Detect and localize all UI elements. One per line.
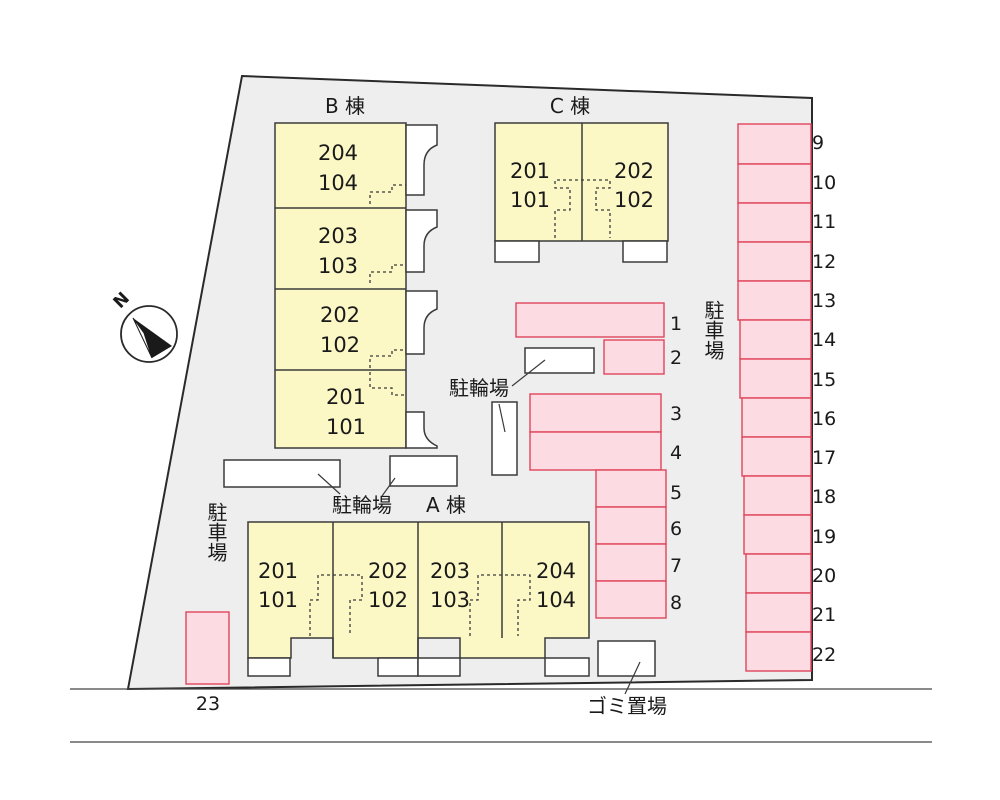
a-unit-3-upper: 203	[430, 559, 470, 583]
building-b-label: B 棟	[325, 94, 365, 118]
parking-number-15: 15	[812, 369, 836, 391]
parking-space-21	[745, 592, 812, 633]
a-unit-1-upper: 201	[258, 559, 298, 583]
parking-number-18: 18	[812, 486, 836, 508]
parking-number-20: 20	[812, 565, 836, 587]
parking-space-16	[741, 397, 812, 438]
parking-number-13: 13	[812, 290, 836, 312]
parking-space-3	[529, 393, 662, 433]
parking-space-8	[595, 580, 667, 619]
north-label: N	[110, 289, 134, 313]
parking-label-left: 駐車場	[204, 502, 228, 562]
b-unit-2-upper: 203	[318, 224, 358, 248]
bicycle-bottom-label: 駐輪場	[332, 493, 392, 517]
parking-space-6	[595, 506, 667, 545]
c-unit-2-lower: 102	[614, 188, 654, 212]
parking-space-14	[739, 319, 812, 360]
parking-number-10: 10	[812, 172, 836, 194]
bicycle-area-center-1	[524, 347, 595, 374]
garbage-label: ゴミ置場	[587, 694, 667, 718]
parking-space-10	[737, 163, 812, 204]
parking-number-11: 11	[812, 211, 836, 233]
b-unit-3-upper: 202	[320, 303, 360, 327]
building-b: 204 104 203 103 202 102 201 101	[274, 122, 438, 449]
parking-number-3: 3	[670, 403, 682, 425]
parking-number-5: 5	[670, 482, 682, 504]
parking-number-19: 19	[812, 526, 836, 548]
c-unit-2-upper: 202	[614, 159, 654, 183]
building-c-label: C 棟	[550, 94, 590, 118]
parking-number-12: 12	[812, 251, 836, 273]
parking-space-7	[595, 543, 667, 582]
a-unit-4-upper: 204	[536, 559, 576, 583]
parking-number-14: 14	[812, 329, 836, 351]
bicycle-area-bottom-1	[223, 459, 341, 488]
parking-space-23	[185, 611, 230, 685]
parking-space-9	[737, 123, 812, 165]
parking-space-15	[739, 358, 812, 399]
bicycle-center-label: 駐輪場	[449, 376, 509, 400]
parking-number-9: 9	[812, 132, 824, 154]
b-unit-3-lower: 102	[320, 333, 360, 357]
svg-text:駐車場: 駐車場	[701, 300, 725, 360]
garbage-area	[597, 640, 656, 677]
parking-number-1: 1	[670, 313, 682, 335]
b-unit-1-upper: 204	[318, 141, 358, 165]
b-unit-4-upper: 201	[326, 385, 366, 409]
parking-space-12	[737, 241, 812, 282]
building-a: 201 101 202 102 203 103 204 104	[247, 521, 590, 677]
parking-number-6: 6	[670, 518, 682, 540]
parking-number-7: 7	[670, 555, 682, 577]
b-unit-4-lower: 101	[326, 415, 366, 439]
svg-text:駐車場: 駐車場	[204, 502, 228, 562]
parking-space-17	[741, 436, 812, 477]
parking-space-20	[745, 553, 812, 594]
parking-number-16: 16	[812, 408, 836, 430]
bicycle-area-bottom-2	[389, 455, 458, 487]
building-c: 201 101 202 102	[494, 122, 669, 263]
north-compass-icon: N	[110, 289, 178, 363]
parking-space-2	[603, 339, 665, 375]
parking-space-18	[743, 475, 812, 516]
parking-number-23: 23	[196, 693, 220, 715]
c-unit-1-lower: 101	[510, 188, 550, 212]
parking-space-5	[595, 469, 667, 508]
a-unit-1-lower: 101	[258, 588, 298, 612]
a-unit-2-lower: 102	[368, 588, 408, 612]
parking-space-19	[743, 514, 812, 555]
parking-number-22: 22	[812, 644, 836, 666]
a-unit-4-lower: 104	[536, 588, 576, 612]
building-a-label: A 棟	[426, 493, 466, 517]
parking-number-8: 8	[670, 592, 682, 614]
parking-number-4: 4	[670, 442, 682, 464]
parking-space-22	[745, 631, 812, 672]
a-unit-3-lower: 103	[430, 588, 470, 612]
parking-number-17: 17	[812, 447, 836, 469]
c-unit-1-upper: 201	[510, 159, 550, 183]
bicycle-area-center-2	[491, 401, 518, 476]
b-unit-1-lower: 104	[318, 171, 358, 195]
parking-space-4	[529, 431, 662, 471]
parking-space-13	[737, 280, 812, 321]
parking-label-right: 駐車場	[701, 300, 725, 360]
b-unit-2-lower: 103	[318, 254, 358, 278]
parking-number-2: 2	[670, 347, 682, 369]
parking-space-11	[737, 202, 812, 243]
parking-number-21: 21	[812, 604, 836, 626]
parking-space-1	[515, 302, 665, 338]
a-unit-2-upper: 202	[368, 559, 408, 583]
